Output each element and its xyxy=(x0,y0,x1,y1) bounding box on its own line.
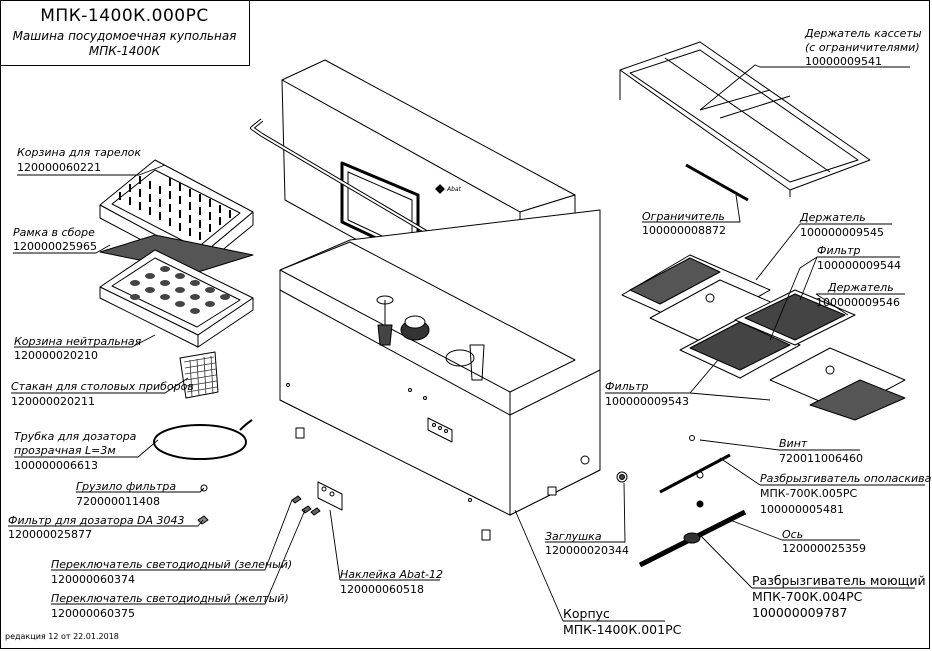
filter-a-code: 100000009544 xyxy=(817,259,901,272)
filter-weight-drawing xyxy=(200,484,208,492)
limiter-label: Ограничитель xyxy=(642,210,725,223)
wash-sprayer-model: МПК-700К.004РС xyxy=(752,589,863,604)
filter-weight-code: 720000011408 xyxy=(76,495,160,508)
dosing-tube-label-2: прозрачная L=3м xyxy=(14,444,116,457)
led-green-code: 120000060374 xyxy=(51,573,135,586)
body-label: Корпус xyxy=(563,606,610,621)
holders-filters-drawing xyxy=(621,254,906,421)
title-block: МПК-1400К.000РС Машина посудомоечная куп… xyxy=(0,0,250,66)
body-code: МПК-1400К.001РС xyxy=(563,622,682,637)
dosing-tube-code: 100000006613 xyxy=(14,459,98,472)
filter-weight-label: Грузило фильтра xyxy=(76,480,177,493)
cassette-holder-code: 10000009541 xyxy=(805,55,882,68)
wash-sprayer-label: Разбрызгиватель моющий xyxy=(752,573,926,588)
cutlery-cup-drawing xyxy=(179,351,219,399)
led-yellow-label: Переключатель светодиодный (желтый) xyxy=(51,592,289,605)
plate-basket-label: Корзина для тарелок xyxy=(17,146,142,159)
wash-sprayer-code: 100000009787 xyxy=(752,605,848,620)
filter-a-label: Фильтр xyxy=(817,244,861,257)
screw-label: Винт xyxy=(779,437,808,450)
neutral-basket-code: 120000020210 xyxy=(14,349,98,362)
neutral-basket-label: Корзина нейтральная xyxy=(14,335,142,348)
dosing-tube-drawing xyxy=(153,419,253,460)
cassette-holder-drawing xyxy=(619,41,871,197)
frame-assembly-label: Рамка в сборе xyxy=(13,226,95,239)
machine-logo: Abat xyxy=(447,186,461,193)
drawing-name: Машина посудомоечная купольная xyxy=(12,29,237,43)
rinse-sprayer-code: 100000005481 xyxy=(760,503,844,516)
plate-basket-code: 120000060221 xyxy=(17,161,101,174)
axis-label: Ось xyxy=(782,528,804,541)
dishwasher-body-drawing xyxy=(250,59,601,541)
filter-b-code: 100000009543 xyxy=(605,395,689,408)
plug-label: Заглушка xyxy=(545,530,602,543)
dosing-filter-code: 120000025877 xyxy=(8,528,92,541)
axis-code: 120000025359 xyxy=(782,542,866,555)
screw-code: 720011006460 xyxy=(779,452,863,465)
plug-code: 120000020344 xyxy=(545,544,629,557)
limiter-code: 100000008872 xyxy=(642,224,726,237)
dosing-filter-label: Фильтр для дозатора DA 3043 xyxy=(8,514,185,527)
rinse-sprayer-label: Разбрызгиватель ополаскивающий xyxy=(760,472,932,485)
led-yellow-code: 120000060375 xyxy=(51,607,135,620)
sticker-label: Наклейка Abat-12 xyxy=(340,568,444,581)
holder-a-code: 100000009545 xyxy=(800,226,884,239)
holder-b-code: 100000009546 xyxy=(816,296,900,309)
rinse-sprayer-model: МПК-700К.005РС xyxy=(760,487,858,500)
leader-lines xyxy=(8,64,925,622)
limiter-drawing xyxy=(685,163,749,202)
sprayers-drawing xyxy=(616,435,747,568)
cassette-holder-label-2: (с ограничителями) xyxy=(805,41,920,54)
revision-note: редакция 12 от 22.01.2018 xyxy=(5,632,119,641)
drawing-model: МПК-1400К xyxy=(88,44,161,58)
frame-assembly-code: 120000025965 xyxy=(13,240,97,253)
led-green-label: Переключатель светодиодный (зеленый) xyxy=(51,558,293,571)
holder-a-label: Держатель xyxy=(800,211,866,224)
sticker-code: 120000060518 xyxy=(340,583,424,596)
neutral-basket-drawing xyxy=(99,249,254,348)
dosing-tube-label-1: Трубка для дозатора xyxy=(14,430,137,443)
cutlery-cup-code: 120000020211 xyxy=(11,395,95,408)
led-switches-drawing xyxy=(291,495,321,516)
cassette-holder-label-1: Держатель кассеты xyxy=(805,27,922,40)
drawing-code: МПК-1400К.000РС xyxy=(40,6,209,26)
holder-b-label: Держатель xyxy=(828,281,894,294)
cutlery-cup-label: Стакан для столовых приборов xyxy=(11,380,194,393)
filter-b-label: Фильтр xyxy=(605,380,649,393)
